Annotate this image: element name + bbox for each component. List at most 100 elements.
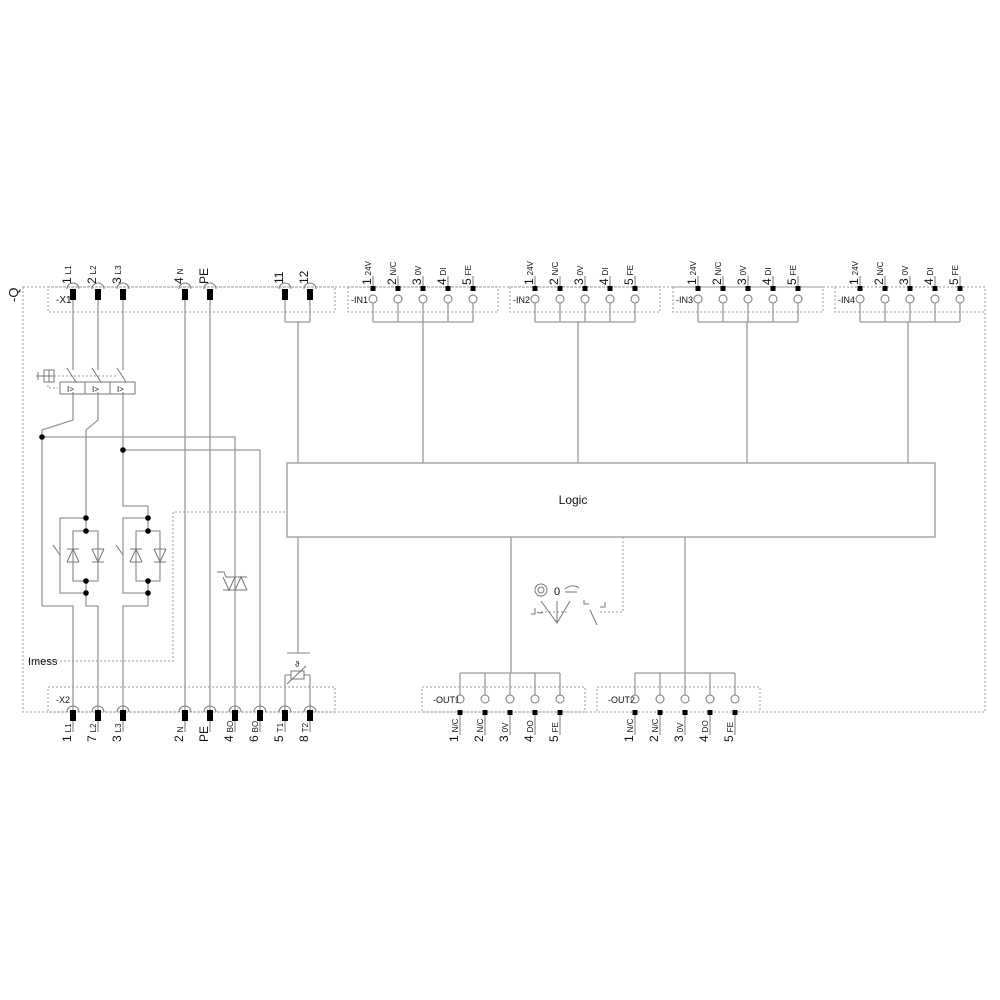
terminal-number: 4	[597, 278, 611, 285]
thermistor-label: ϑ	[295, 660, 300, 669]
terminal-block	[120, 289, 126, 300]
terminal-number: 3	[410, 278, 424, 285]
terminal-arc	[278, 705, 292, 713]
x1-terminal: 12	[297, 270, 317, 300]
terminal-number: PE	[197, 726, 211, 742]
terminal-label: 124V	[847, 260, 861, 285]
input-label: -IN1	[351, 295, 368, 305]
terminal-arc	[91, 705, 105, 713]
terminal-block	[720, 286, 726, 291]
terminal-block	[557, 286, 563, 291]
x1-terminal: PE	[197, 268, 217, 300]
terminal-block	[532, 286, 538, 291]
x2-box	[47, 686, 336, 713]
terminal-sub-label: 24V	[526, 260, 535, 275]
terminal-circle	[630, 694, 640, 704]
terminal-circle	[680, 694, 690, 704]
x1-box	[47, 286, 336, 313]
terminal-label: 12	[297, 270, 311, 284]
terminal-arc	[91, 282, 105, 290]
terminal-label: 3L3	[110, 265, 124, 284]
terminal-circle	[743, 294, 753, 304]
terminal-label: 4DI	[597, 267, 611, 285]
terminal-label: 4BO	[222, 721, 236, 742]
terminal-label: 1N/C	[447, 718, 461, 742]
terminal-label: 5FE	[785, 265, 799, 285]
terminal-circle	[730, 694, 740, 704]
terminal-number: 5	[947, 278, 961, 285]
terminal-circle	[605, 294, 615, 304]
terminal-circle	[955, 294, 965, 304]
terminal-sub-label: FE	[626, 265, 635, 275]
terminal-sub-label: L2	[89, 265, 98, 274]
terminal-circle	[443, 294, 453, 304]
terminal-number: 4	[522, 735, 536, 742]
circuit-breaker-symbol: I> I> I>	[36, 367, 136, 395]
terminal-sub-label: N/C	[714, 261, 723, 275]
terminal-sub-label: FE	[951, 265, 960, 275]
logic-label: Logic	[559, 493, 588, 507]
terminal-number: 3	[672, 735, 686, 742]
terminal-block	[70, 710, 76, 721]
terminal-label: 2N/C	[385, 261, 399, 285]
terminal-block	[482, 710, 488, 715]
x2-terminal: 3L3	[110, 705, 130, 742]
terminal-sub-label: N	[176, 726, 185, 732]
terminal-block	[207, 289, 213, 300]
x2-terminal: 8T2	[297, 705, 317, 742]
x2-terminal: 7L2	[85, 705, 105, 742]
terminal-sub-label: BO	[251, 721, 260, 733]
terminal-number: 2	[710, 278, 724, 285]
terminal-block	[395, 286, 401, 291]
terminal-arc	[178, 705, 192, 713]
terminal-arc	[178, 282, 192, 290]
terminal-block	[532, 710, 538, 715]
terminal-arc	[303, 705, 317, 713]
imess-label: Imess	[28, 656, 58, 668]
terminal-sub-label: N	[176, 268, 185, 274]
terminal-label: 124V	[522, 260, 536, 285]
input-label: -IN3	[676, 295, 693, 305]
terminal-block	[70, 289, 76, 300]
terminal-number: 2	[547, 278, 561, 285]
terminal-block	[607, 286, 613, 291]
terminal-block	[257, 710, 263, 721]
terminal-sub-label: FE	[726, 722, 735, 732]
x2-terminal: 2N	[172, 705, 192, 742]
terminal-sub-label: 0V	[501, 722, 510, 732]
terminal-circle	[930, 294, 940, 304]
terminal-label: 30V	[410, 265, 424, 285]
terminal-label: 1L1	[60, 723, 74, 742]
terminal-circle	[555, 694, 565, 704]
terminal-sub-label: N/C	[551, 261, 560, 275]
terminal-sub-label: L1	[64, 265, 73, 274]
thyristor-symbols	[52, 544, 167, 563]
terminal-block	[632, 286, 638, 291]
terminal-circle	[530, 694, 540, 704]
terminal-block	[232, 710, 238, 721]
overcurrent-label-3: I>	[117, 385, 124, 394]
overcurrent-label-2: I>	[92, 385, 99, 394]
x1-label: -X1	[56, 295, 72, 306]
terminal-label: 4DI	[922, 267, 936, 285]
output-label: -OUT2	[608, 695, 635, 705]
terminal-label: PE	[197, 268, 211, 284]
terminal-arc	[203, 705, 217, 713]
terminal-block	[707, 710, 713, 715]
input-label: -IN2	[513, 295, 530, 305]
terminal-number: 5	[272, 735, 286, 742]
x2-terminal: 6BO	[247, 705, 267, 742]
terminal-label: 2N/C	[872, 261, 886, 285]
terminal-circle	[530, 294, 540, 304]
terminal-arc	[278, 282, 292, 290]
terminal-number: 5	[547, 735, 561, 742]
terminal-circle	[630, 294, 640, 304]
terminal-number: 5	[460, 278, 474, 285]
terminal-sub-label: N/C	[476, 718, 485, 732]
terminal-number: 8	[297, 735, 311, 742]
terminal-block	[307, 289, 313, 300]
terminal-sub-label: N/C	[389, 261, 398, 275]
terminal-circle	[505, 694, 515, 704]
